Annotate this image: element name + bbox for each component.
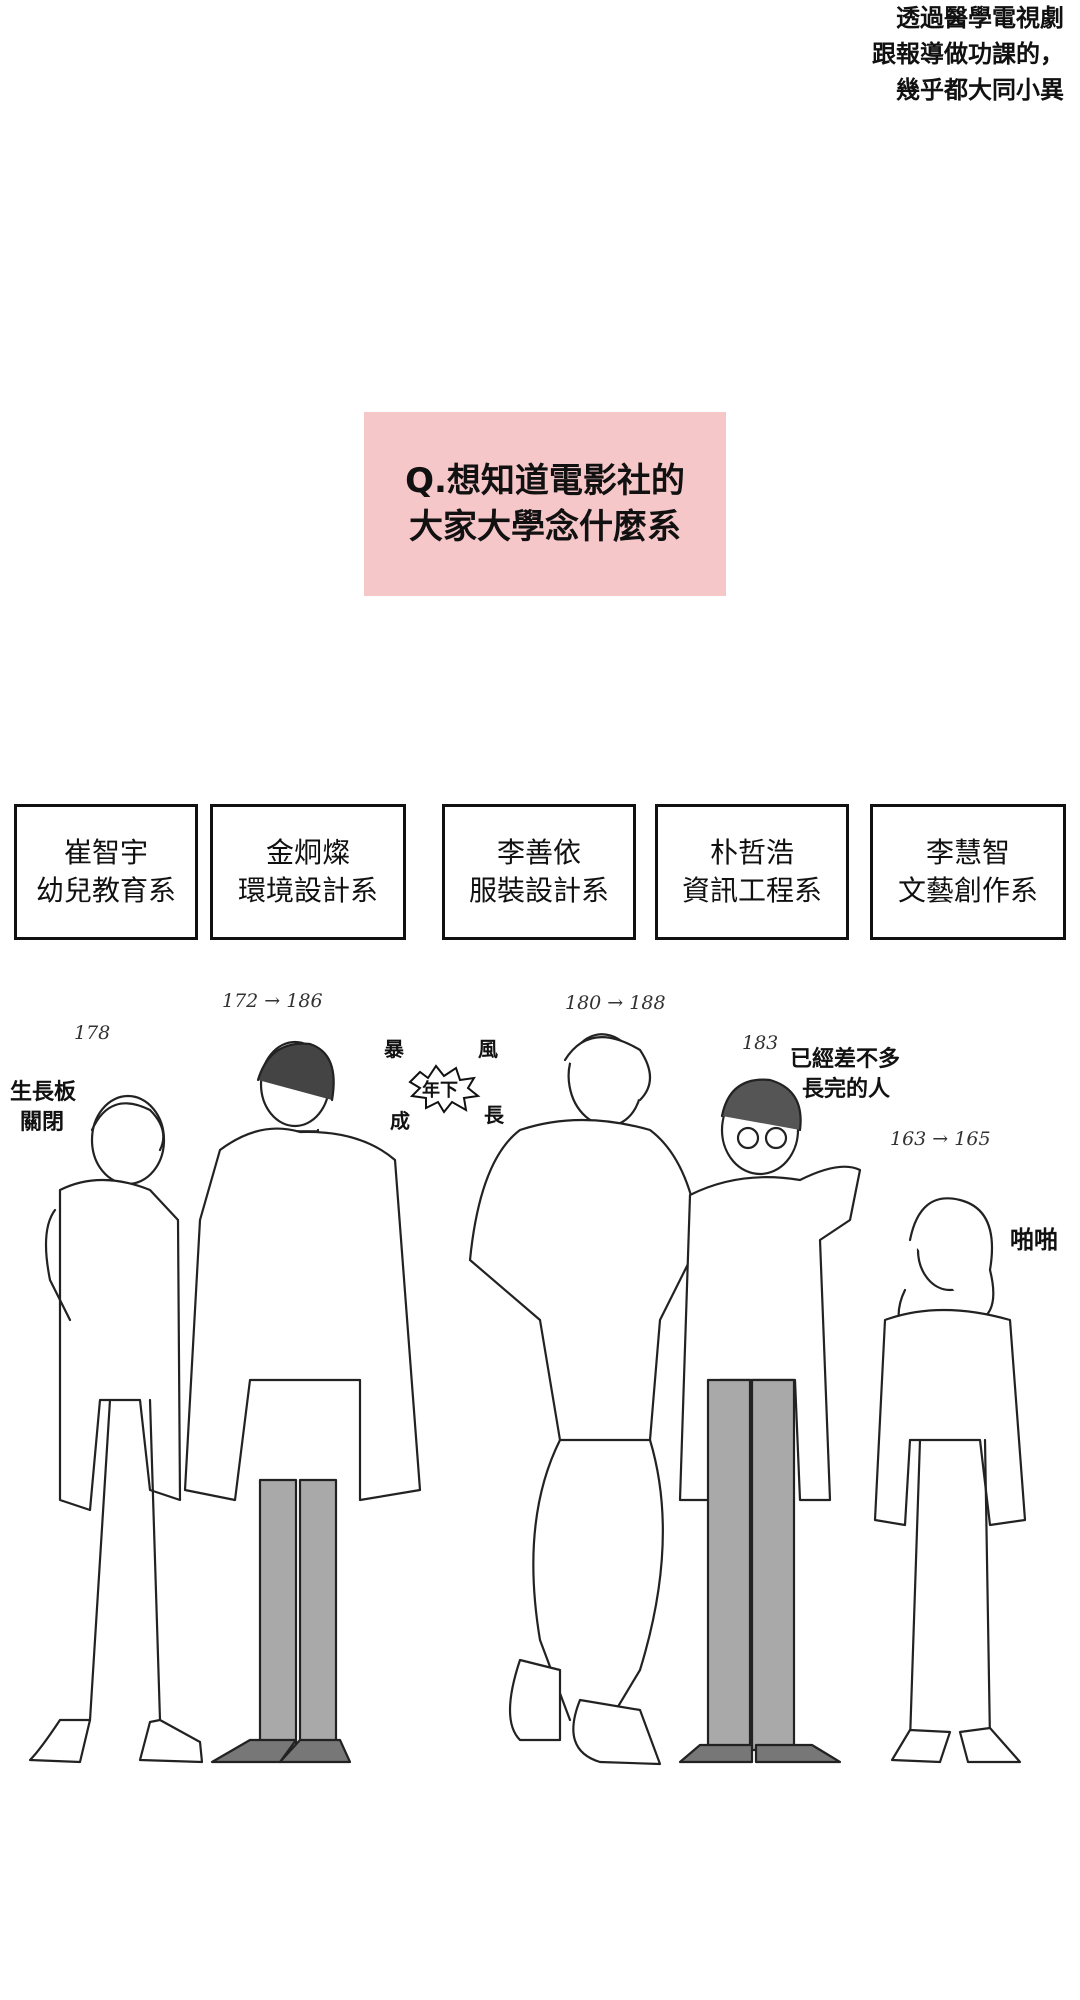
sound-effect-clap: 啪啪: [1010, 1226, 1058, 1254]
height-note: 178: [74, 1022, 111, 1044]
character-name: 金炯燦: [265, 836, 350, 869]
burst-char: 暴: [384, 1037, 404, 1061]
character-major: 文藝創作系: [897, 874, 1038, 907]
comment-growth-plate: 生長板 關閉: [10, 1078, 76, 1138]
height-note: 180 → 188: [565, 992, 666, 1014]
comment-line: 已經差不多: [790, 1047, 901, 1072]
speech-text-top: 透過醫學電視劇 跟報導做功課的， 幾乎都大同小異: [824, 0, 1064, 108]
comment-line: 生長板: [10, 1080, 77, 1105]
question-card: Q.想知道電影社的 大家大學念什麼系: [364, 412, 726, 596]
height-note: 172 → 186: [222, 990, 323, 1012]
comment-line: 關閉: [20, 1110, 65, 1135]
burst-center-text: 年下: [422, 1080, 458, 1101]
burst-char: 成: [390, 1109, 410, 1133]
name-box-choi-jiwoo: 崔智宇 幼兒教育系: [14, 804, 198, 940]
height-note: 163 → 165: [890, 1128, 991, 1150]
character-name: 李慧智: [925, 836, 1010, 869]
character-major: 資訊工程系: [681, 874, 822, 907]
characters-illustration: [28, 1033, 1027, 1766]
growth-spurt-burst: 暴 風 年下 成 長: [380, 1030, 510, 1140]
figure-lee-seonui: [468, 1033, 702, 1766]
character-name: 李善依: [496, 836, 581, 869]
speech-line: 跟報導做功課的，: [872, 40, 1064, 68]
character-major: 服裝設計系: [468, 874, 609, 907]
character-major: 環境設計系: [237, 874, 378, 907]
figure-kim-hyungchan: [183, 1040, 422, 1764]
burst-shape: [408, 1064, 481, 1114]
height-note: 183: [742, 1032, 779, 1054]
name-box-lee-seonui: 李善依 服裝設計系: [442, 804, 636, 940]
name-box-kim-hyungchan: 金炯燦 環境設計系: [210, 804, 406, 940]
character-major: 幼兒教育系: [35, 874, 176, 907]
figure-lee-hyeji: [873, 1197, 1027, 1764]
burst-char: 風: [478, 1037, 498, 1061]
character-name: 朴哲浩: [709, 836, 794, 869]
figure-park-cheolho: [678, 1078, 862, 1764]
speech-line: 透過醫學電視劇: [896, 4, 1064, 32]
figure-choi-jiwoo: [28, 1094, 204, 1764]
burst-char: 長: [484, 1103, 504, 1127]
question-line-1: Q.想知道電影社的: [405, 461, 685, 501]
speech-line: 幾乎都大同小異: [896, 76, 1064, 104]
character-name: 崔智宇: [63, 836, 148, 869]
comment-done-growing: 已經差不多 長完的人: [790, 1045, 900, 1105]
comment-line: 長完的人: [802, 1077, 891, 1102]
question-line-2: 大家大學念什麼系: [409, 507, 681, 547]
name-box-lee-hyeji: 李慧智 文藝創作系: [870, 804, 1066, 940]
name-box-park-cheolho: 朴哲浩 資訊工程系: [655, 804, 849, 940]
